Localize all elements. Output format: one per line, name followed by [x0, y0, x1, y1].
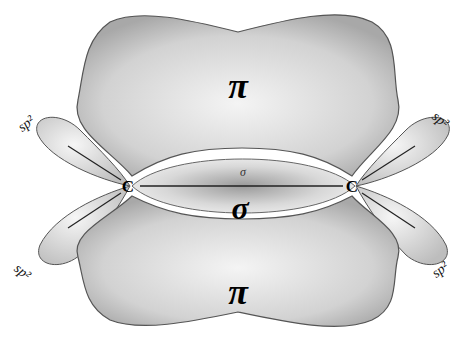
axis-line: [68, 193, 121, 228]
axis-line: [68, 146, 121, 180]
pi-lobe: [77, 15, 399, 176]
orbital-label: sp²: [15, 113, 37, 134]
pi-label: π: [228, 274, 248, 310]
orbital-label: sp²: [11, 261, 33, 282]
atom-label: C: [346, 178, 358, 195]
axis-line: [362, 193, 415, 228]
axis-line: [362, 146, 415, 180]
pi-label: π: [228, 68, 248, 104]
bond-line: [140, 185, 343, 186]
atom-label: C: [122, 178, 134, 195]
bond-label: σ: [240, 166, 246, 178]
sigma-label: σ: [231, 192, 248, 224]
